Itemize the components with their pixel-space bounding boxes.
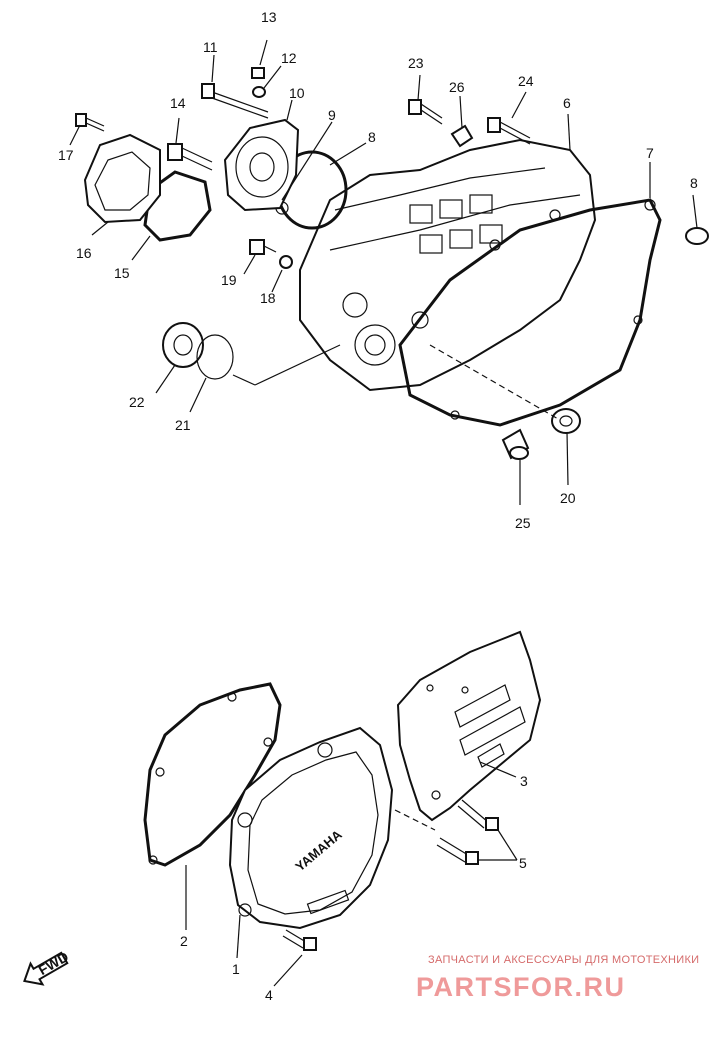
callout-20: 19 xyxy=(221,272,237,288)
watermark-brand: PARTSFOR.RU xyxy=(416,972,626,1002)
leader-lines-upper xyxy=(69,39,698,505)
callout-25: 24 xyxy=(518,73,534,89)
bolt-5-upper xyxy=(457,799,499,831)
callout-21: 20 xyxy=(560,490,576,506)
sprocket-cover-3 xyxy=(396,630,542,822)
seal-23 xyxy=(162,322,204,368)
callout-8-lower: 25 xyxy=(515,515,531,531)
gasket-hole xyxy=(263,737,273,747)
watermark: ЗАПЧАСТИ И АКСЕССУАРЫ ДЛЯ МОТОТЕХНИКИ PA… xyxy=(416,954,699,1002)
crankcase-cover-1: YAMAHA xyxy=(228,726,394,930)
callout-5: 5 xyxy=(519,855,527,871)
callout-7: 7 xyxy=(646,145,654,161)
callout-2: 2 xyxy=(180,933,188,949)
gasket-hole xyxy=(148,855,158,865)
callout-8-upper: 8 xyxy=(690,175,698,191)
dowel-pin-right xyxy=(685,227,709,245)
gasket-hole xyxy=(155,767,165,777)
gasket-hole xyxy=(644,199,656,211)
o-ring-22 xyxy=(196,334,234,380)
washer-19 xyxy=(279,255,293,269)
callout-6: 6 xyxy=(563,95,571,111)
bolt-24 xyxy=(408,99,443,125)
callout-13: 12 xyxy=(281,50,297,66)
fwd-arrow: FWD xyxy=(23,948,72,986)
callout-9: 8 xyxy=(368,129,376,145)
callout-4: 4 xyxy=(265,987,273,1003)
callout-10: 9 xyxy=(328,107,336,123)
bolt-12 xyxy=(201,83,269,119)
callout-19: 18 xyxy=(260,290,276,306)
crankcase-body xyxy=(299,138,597,392)
drain-bolt-20 xyxy=(249,239,277,255)
gasket-2 xyxy=(143,682,282,867)
bolt-4 xyxy=(282,929,317,951)
oil-seal-21 xyxy=(551,408,581,434)
gasket-hole xyxy=(633,315,643,325)
callout-16: 15 xyxy=(114,265,130,281)
gasket-hole xyxy=(227,692,237,702)
fwd-label: FWD xyxy=(36,948,72,978)
callout-11: 10 xyxy=(289,85,305,101)
dowel-pin-bottom xyxy=(501,428,530,460)
cover-17 xyxy=(83,133,161,224)
callout-22: 21 xyxy=(175,417,191,433)
bolt-15 xyxy=(167,143,213,171)
watermark-tagline: ЗАПЧАСТИ И АКСЕССУАРЫ ДЛЯ МОТОТЕХНИКИ xyxy=(428,954,699,966)
gasket-hole xyxy=(450,410,460,420)
bolt-25 xyxy=(487,117,531,145)
callout-17: 16 xyxy=(76,245,92,261)
callout-14: 13 xyxy=(261,9,277,25)
callout-26: 26 xyxy=(449,79,465,95)
callout-15: 14 xyxy=(170,95,186,111)
callout-labels: 13 11 12 10 14 9 8 17 16 15 19 18 22 21 … xyxy=(58,9,698,1003)
callout-1: 1 xyxy=(232,961,240,977)
bolt-18 xyxy=(75,113,105,132)
screw-14 xyxy=(251,67,265,79)
callout-18: 17 xyxy=(58,147,74,163)
leader-lines-lower xyxy=(185,761,518,987)
callout-23: 22 xyxy=(129,394,145,410)
clip-26 xyxy=(450,124,474,148)
bolt-5-lower xyxy=(436,837,479,865)
callout-3: 3 xyxy=(520,773,528,789)
callout-24: 23 xyxy=(408,55,424,71)
callout-12: 11 xyxy=(203,39,218,55)
pump-housing-11 xyxy=(223,118,300,212)
washer-13 xyxy=(252,86,266,98)
